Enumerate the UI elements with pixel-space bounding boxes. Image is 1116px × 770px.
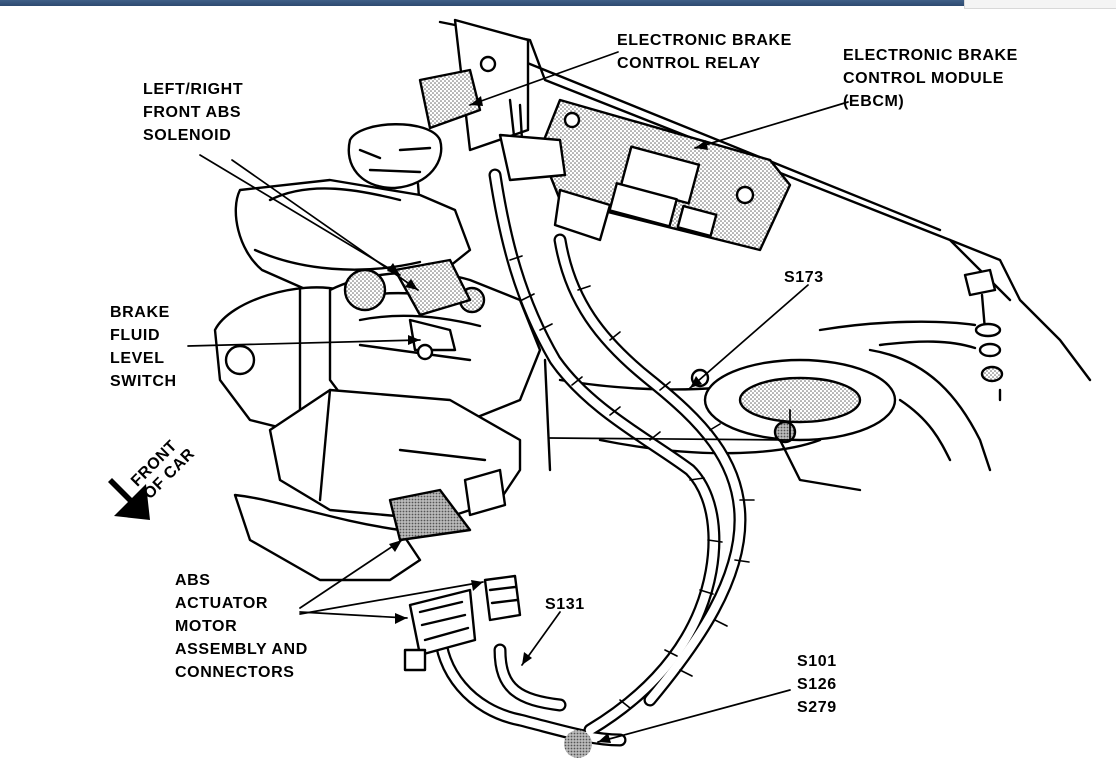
solenoid-label-line-1: LEFT/RIGHT [143,81,244,98]
window-title-bar [0,0,964,6]
front-of-car-arrow [108,478,150,520]
leader-solenoid-2 [231,159,419,291]
actuator-label: ABS ACTUATOR MOTOR ASSEMBLY AND CONNECTO… [175,569,308,684]
actuator-label-line-2: ACTUATOR [175,595,269,612]
solenoid-label-line-2: FRONT ABS [143,104,242,121]
fluid-switch-label-line-1: BRAKE [110,304,170,321]
splice-label-s101: S101 [797,653,837,670]
ebcm-label-line-1: ELECTRONIC BRAKE [843,47,1018,64]
leader-ebcm [694,101,849,149]
actuator-label-line-5: CONNECTORS [175,664,295,681]
fluid-switch-label-line-3: LEVEL [110,350,165,367]
actuator-label-line-3: MOTOR [175,618,238,635]
relay-label: ELECTRONIC BRAKE CONTROL RELAY [617,29,792,75]
leader-s173-1 [689,284,809,389]
leader-fluid-switch [187,339,421,347]
fluid-switch-label: BRAKE FLUID LEVEL SWITCH [110,301,177,393]
s173-label: S173 [784,269,824,286]
fluid-switch-label-line-4: SWITCH [110,373,177,390]
leader-s173-2 [549,409,791,441]
relay-label-line-1: ELECTRONIC BRAKE [617,32,792,49]
leader-splices [597,689,791,743]
splice-labels: S101 S126 S279 [797,650,837,719]
splice-label-s279: S279 [797,699,837,716]
splice-label-s126: S126 [797,676,837,693]
leader-actuator-1 [299,539,403,609]
actuator-label-line-1: ABS [175,572,211,589]
fluid-switch-label-line-2: FLUID [110,327,161,344]
ebcm-label-line-3: (EBCM) [843,93,905,110]
leader-relay [469,51,619,106]
ebcm-label: ELECTRONIC BRAKE CONTROL MODULE (EBCM) [843,44,1018,113]
window-corner-panel [964,0,1116,9]
s131-label: S131 [545,596,585,613]
leader-actuator-3 [299,581,484,615]
relay-label-line-2: CONTROL RELAY [617,55,761,72]
solenoid-label: LEFT/RIGHT FRONT ABS SOLENOID [143,78,243,147]
ebcm-label-line-2: CONTROL MODULE [843,70,1004,87]
solenoid-label-line-3: SOLENOID [143,127,232,144]
actuator-label-line-4: ASSEMBLY AND [175,641,308,658]
leader-actuator-2 [299,611,408,619]
